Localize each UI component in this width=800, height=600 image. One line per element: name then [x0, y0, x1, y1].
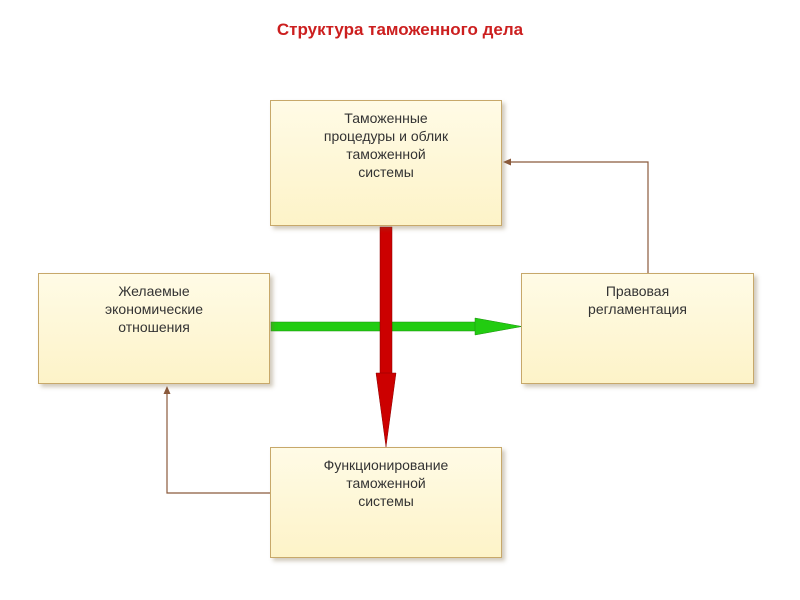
arrowhead-bottom-to-left	[163, 386, 171, 394]
connector-right-to-top	[505, 161, 649, 273]
node-legal-regulation-label: Правовая регламентация	[588, 283, 687, 317]
red-arrowhead	[375, 372, 397, 448]
connector-bottom-to-left	[166, 388, 270, 494]
green-arrowhead	[474, 317, 523, 336]
node-legal-regulation: Правовая регламентация	[521, 273, 754, 384]
arrowhead-right-to-top	[503, 158, 511, 166]
node-economic-relations-label: Желаемые экономические отношения	[105, 283, 203, 335]
node-economic-relations: Желаемые экономические отношения	[38, 273, 270, 384]
node-customs-functioning: Функционирование таможенной системы	[270, 447, 502, 558]
node-customs-procedures-label: Таможенные процедуры и облик таможенной …	[323, 110, 449, 180]
red-arrow-shaft	[379, 226, 393, 376]
green-arrow-shaft	[270, 321, 478, 332]
node-customs-functioning-label: Функционирование таможенной системы	[323, 457, 449, 509]
node-customs-procedures: Таможенные процедуры и облик таможенной …	[270, 100, 502, 226]
diagram-title: Структура таможенного дела	[276, 20, 524, 39]
